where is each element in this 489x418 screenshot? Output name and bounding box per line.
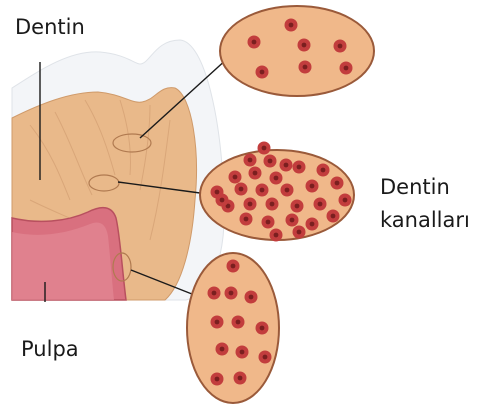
dentinal-tubule-core	[260, 326, 265, 331]
dentinal-tubule-core	[338, 44, 343, 49]
dentinal-tubule-core	[297, 165, 302, 170]
dentinal-tubule-core	[274, 176, 279, 181]
dentinal-tubule-core	[229, 291, 234, 296]
dentinal-tubule-core	[318, 202, 323, 207]
dentinal-tubule-core	[263, 355, 268, 360]
dentinal-tubule-core	[244, 217, 249, 222]
dentinal-tubule-core	[274, 233, 279, 238]
dentinal-tubule-core	[343, 198, 348, 203]
dentinal-tubule-core	[302, 43, 307, 48]
dentinal-tubule-core	[344, 66, 349, 71]
dentinal-tubule-core	[297, 230, 302, 235]
dentinal-tubule-core	[289, 23, 294, 28]
dentinal-tubule-core	[238, 376, 243, 381]
dentinal-tubule-core	[303, 65, 308, 70]
dentinal-tubule-core	[252, 40, 257, 45]
dentinal-tubule-core	[262, 146, 267, 151]
dentinal-tubule-core	[260, 188, 265, 193]
dentinal-tubule-core	[284, 163, 289, 168]
dentinal-tubule-core	[321, 168, 326, 173]
dentinal-tubule-core	[215, 190, 220, 195]
dentinal-tubule-core	[236, 320, 241, 325]
dentinal-tubule-core	[253, 171, 258, 176]
dentin-tubules-label-line1: Dentin	[380, 174, 450, 200]
dentin-label: Dentin	[15, 14, 85, 40]
dentinal-tubule-core	[212, 291, 217, 296]
dentinal-tubule-core	[260, 70, 265, 75]
dentinal-tubule-core	[249, 295, 254, 300]
dentinal-tubule-core	[233, 175, 238, 180]
dentinal-tubule-core	[268, 159, 273, 164]
dentinal-tubule-core	[310, 184, 315, 189]
upper-callout-oval	[220, 6, 374, 96]
dentinal-tubule-core	[335, 181, 340, 186]
dentinal-tubule-core	[248, 202, 253, 207]
dentinal-tubule-core	[220, 198, 225, 203]
dentinal-tubule-core	[215, 320, 220, 325]
dentinal-tubule-core	[331, 214, 336, 219]
dentinal-tubule-core	[310, 222, 315, 227]
dentinal-tubule-core	[285, 188, 290, 193]
dentinal-tubule-core	[270, 202, 275, 207]
dentinal-tubule-core	[295, 204, 300, 209]
dentinal-tubule-core	[231, 264, 236, 269]
dentinal-tubule-core	[239, 187, 244, 192]
pulpa-label: Pulpa	[21, 336, 79, 362]
dentinal-tubule-core	[266, 220, 271, 225]
dentinal-tubule-core	[248, 158, 253, 163]
dentinal-tubule-core	[220, 347, 225, 352]
dentinal-tubule-core	[240, 350, 245, 355]
dentin-tubules-label-line2: kanalları	[380, 207, 470, 233]
dentinal-tubule-core	[215, 377, 220, 382]
dentinal-tubule-core	[290, 218, 295, 223]
